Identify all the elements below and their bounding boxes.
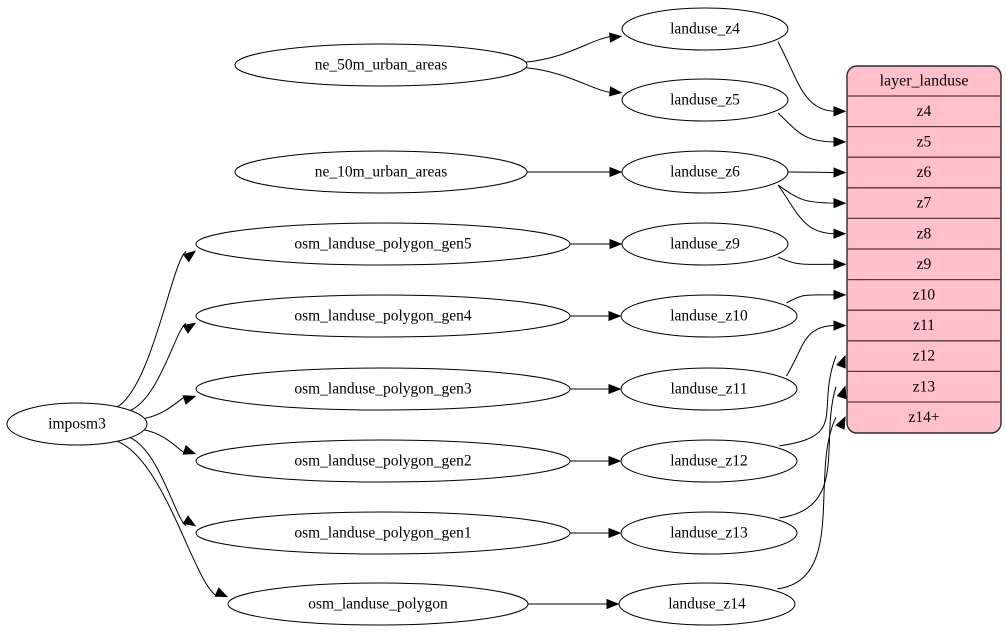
edge-landuse_z14-to-z14+ bbox=[777, 416, 846, 590]
node-ne_50m_urban_areas[interactable]: ne_50m_urban_areas bbox=[234, 43, 528, 87]
table-title: layer_landuse bbox=[880, 73, 969, 90]
edge-imposm3-to-osm_landuse_polygon_gen5 bbox=[117, 250, 197, 408]
node-label-landuse_z11: landuse_z11 bbox=[671, 381, 748, 398]
edge-landuse_z11-to-z11 bbox=[786, 320, 847, 377]
node-label-osm_landuse_polygon_gen5: osm_landuse_polygon_gen5 bbox=[294, 236, 472, 253]
node-label-osm_landuse_polygon_gen4: osm_landuse_polygon_gen4 bbox=[294, 308, 472, 325]
edge-landuse_z13-to-z13 bbox=[779, 385, 847, 519]
table-row-z5[interactable]: z5 bbox=[917, 133, 932, 150]
table-row-z13[interactable]: z13 bbox=[913, 378, 936, 395]
node-label-ne_10m_urban_areas: ne_10m_urban_areas bbox=[315, 164, 448, 181]
table-row-z14+[interactable]: z14+ bbox=[908, 409, 939, 426]
edge-landuse_z6-to-z8 bbox=[777, 184, 847, 239]
table-row-z7[interactable]: z7 bbox=[917, 195, 932, 212]
node-label-osm_landuse_polygon_gen1: osm_landuse_polygon_gen1 bbox=[294, 525, 471, 542]
edge-landuse_z12-to-z12 bbox=[779, 354, 846, 447]
edge-imposm3-to-osm_landuse_polygon_gen4 bbox=[130, 322, 197, 411]
table-row-z9[interactable]: z9 bbox=[917, 256, 932, 273]
node-landuse_z6[interactable]: landuse_z6 bbox=[621, 150, 789, 194]
edge-osm_landuse_polygon_gen3-to-landuse_z11 bbox=[570, 383, 622, 395]
table-row-z4[interactable]: z4 bbox=[917, 103, 932, 120]
edge-ne_10m_urban_areas-to-landuse_z6 bbox=[526, 166, 623, 178]
node-label-landuse_z13: landuse_z13 bbox=[670, 525, 748, 542]
edge-imposm3-to-osm_landuse_polygon bbox=[117, 440, 229, 598]
table-row-z11[interactable]: z11 bbox=[913, 317, 935, 334]
edge-ne_50m_urban_areas-to-landuse_z4 bbox=[525, 32, 623, 63]
edge-imposm3-to-osm_landuse_polygon_gen2 bbox=[144, 429, 197, 455]
node-landuse_z10[interactable]: landuse_z10 bbox=[620, 294, 798, 338]
node-label-osm_landuse_polygon_gen3: osm_landuse_polygon_gen3 bbox=[294, 381, 472, 398]
edge-landuse_z9-to-z9 bbox=[777, 256, 847, 270]
node-imposm3[interactable]: imposm3 bbox=[6, 402, 148, 446]
edge-landuse_z4-to-z4 bbox=[777, 41, 847, 117]
node-label-osm_landuse_polygon_gen2: osm_landuse_polygon_gen2 bbox=[294, 453, 471, 470]
edge-imposm3-to-osm_landuse_polygon_gen3 bbox=[144, 395, 197, 419]
edge-imposm3-to-osm_landuse_polygon_gen1 bbox=[129, 437, 197, 527]
edge-ne_50m_urban_areas-to-landuse_z5 bbox=[525, 67, 623, 97]
node-landuse_z5[interactable]: landuse_z5 bbox=[621, 78, 789, 122]
node-landuse_z11[interactable]: landuse_z11 bbox=[620, 367, 798, 411]
table-row-z10[interactable]: z10 bbox=[913, 286, 936, 303]
node-osm_landuse_polygon_gen5[interactable]: osm_landuse_polygon_gen5 bbox=[195, 222, 571, 266]
edge-landuse_z5-to-z5 bbox=[777, 112, 847, 148]
node-label-osm_landuse_polygon: osm_landuse_polygon bbox=[308, 596, 448, 613]
edge-osm_landuse_polygon_gen1-to-landuse_z13 bbox=[570, 527, 622, 539]
edge-landuse_z6-to-z7 bbox=[777, 184, 847, 209]
node-label-landuse_z6: landuse_z6 bbox=[670, 164, 740, 181]
node-label-landuse_z10: landuse_z10 bbox=[670, 308, 748, 325]
node-landuse_z12[interactable]: landuse_z12 bbox=[620, 439, 798, 483]
edge-osm_landuse_polygon-to-landuse_z14 bbox=[528, 598, 620, 610]
edge-osm_landuse_polygon_gen5-to-landuse_z9 bbox=[570, 238, 623, 250]
node-label-landuse_z5: landuse_z5 bbox=[670, 92, 740, 109]
table-row-z6[interactable]: z6 bbox=[917, 164, 932, 181]
node-osm_landuse_polygon_gen2[interactable]: osm_landuse_polygon_gen2 bbox=[195, 439, 571, 483]
node-osm_landuse_polygon_gen4[interactable]: osm_landuse_polygon_gen4 bbox=[195, 294, 571, 338]
nodes-layer: imposm3 ne_50m_urban_areas ne_10m_urban_ar… bbox=[6, 7, 798, 626]
node-label-imposm3: imposm3 bbox=[48, 416, 106, 433]
node-landuse_z9[interactable]: landuse_z9 bbox=[621, 222, 789, 266]
node-label-landuse_z12: landuse_z12 bbox=[670, 453, 747, 470]
edges-layer bbox=[117, 32, 847, 610]
layer-landuse-table[interactable]: layer_landuse z4 z5 z6 z7 z8 z9 z10 z11 z12 z13 z14… bbox=[846, 65, 1002, 434]
edge-osm_landuse_polygon_gen2-to-landuse_z12 bbox=[570, 455, 622, 467]
node-osm_landuse_polygon[interactable]: osm_landuse_polygon bbox=[227, 582, 529, 626]
node-label-ne_50m_urban_areas: ne_50m_urban_areas bbox=[315, 57, 448, 74]
node-label-landuse_z4: landuse_z4 bbox=[670, 21, 740, 38]
table-row-z8[interactable]: z8 bbox=[917, 225, 932, 242]
edge-osm_landuse_polygon_gen4-to-landuse_z10 bbox=[569, 310, 622, 322]
node-landuse_z4[interactable]: landuse_z4 bbox=[621, 7, 789, 51]
node-label-landuse_z9: landuse_z9 bbox=[670, 236, 740, 253]
node-osm_landuse_polygon_gen3[interactable]: osm_landuse_polygon_gen3 bbox=[195, 367, 571, 411]
node-osm_landuse_polygon_gen1[interactable]: osm_landuse_polygon_gen1 bbox=[195, 511, 571, 555]
node-label-landuse_z14: landuse_z14 bbox=[668, 596, 746, 613]
table-row-z12[interactable]: z12 bbox=[913, 348, 935, 365]
edge-landuse_z6-to-z6 bbox=[787, 167, 847, 178]
node-landuse_z14[interactable]: landuse_z14 bbox=[618, 582, 796, 626]
node-landuse_z13[interactable]: landuse_z13 bbox=[620, 511, 798, 555]
edge-landuse_z10-to-z10 bbox=[786, 289, 847, 304]
node-ne_10m_urban_areas[interactable]: ne_10m_urban_areas bbox=[234, 150, 528, 194]
